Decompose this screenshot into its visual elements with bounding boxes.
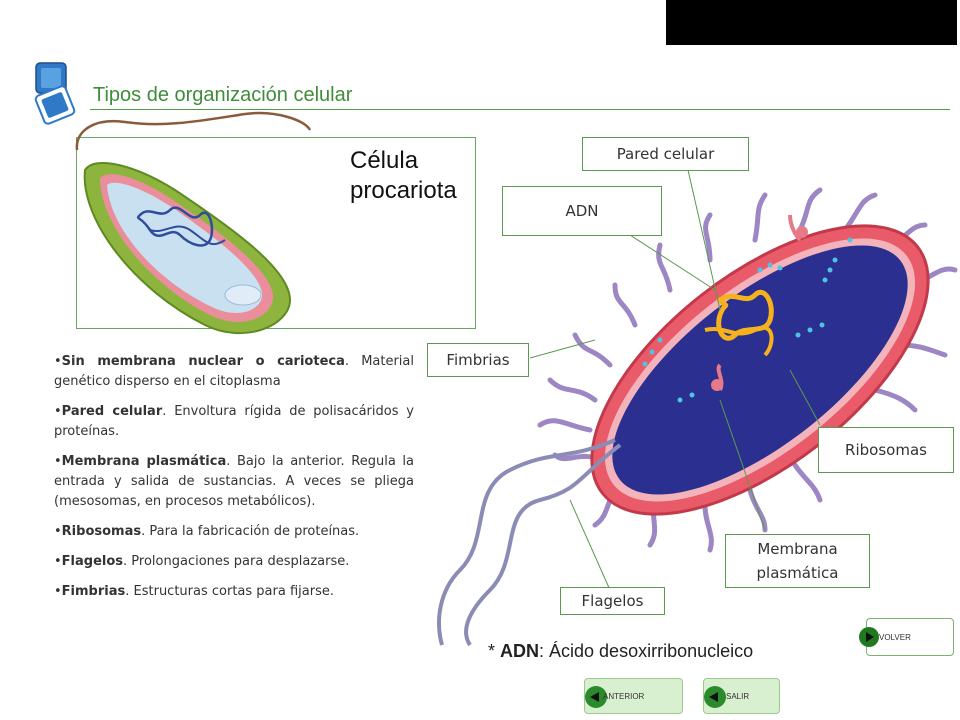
list-item-term: Sin membrana nuclear o carioteca xyxy=(61,354,345,369)
title-divider xyxy=(90,109,950,110)
label-membrana-line2: plasmática xyxy=(756,564,839,582)
cell-heading-line2: procariota xyxy=(350,177,457,204)
label-pared-celular: Pared celular xyxy=(582,137,749,171)
list-item-term: Ribosomas xyxy=(61,524,142,539)
list-item-text: . Bajo la anterior. Regula la entrada y … xyxy=(54,454,414,509)
black-block xyxy=(666,0,957,45)
volver-button[interactable]: VOLVER xyxy=(859,618,954,656)
salir-label: SALIR xyxy=(726,692,750,701)
list-item-term: Flagelos xyxy=(61,554,124,569)
footnote-text: : Ácido desoxirribonucleico xyxy=(539,641,754,661)
slides-logo-icon xyxy=(34,62,76,125)
list-item-term: Membrana plasmática xyxy=(61,454,227,469)
list-item: •Sin membrana nuclear o carioteca. Mater… xyxy=(54,354,415,389)
cell-heading-line1: Célula xyxy=(350,147,419,174)
list-item-term: Fimbrias xyxy=(61,584,126,599)
list-item-text: . Material genético disperso en el citop… xyxy=(54,354,415,389)
bacterium-diagram xyxy=(437,169,958,647)
label-fimbrias: Fimbrias xyxy=(427,343,529,377)
anterior-button[interactable]: ANTERIOR xyxy=(584,678,683,714)
prokaryote-3d-illustration xyxy=(75,111,312,335)
list-item: •Membrana plasmática. Bajo la anterior. … xyxy=(54,454,414,509)
label-adn: ADN xyxy=(502,186,662,236)
list-item-text: . Prolongaciones para desplazarse. xyxy=(123,554,350,569)
label-membrana-plasmatica: Membrana plasmática xyxy=(725,534,870,588)
label-flagelos: Flagelos xyxy=(560,587,665,615)
list-item-term: Pared celular xyxy=(61,404,163,419)
volver-label: VOLVER xyxy=(879,633,911,642)
structure-description-list: •Sin membrana nuclear o carioteca. Mater… xyxy=(54,352,414,612)
list-item-text: . Envoltura rígida de polisacáridos y pr… xyxy=(54,404,415,439)
arrow-left-icon xyxy=(704,686,726,708)
arrow-right-icon xyxy=(859,627,879,647)
salir-button[interactable]: SALIR xyxy=(703,678,780,714)
footnote-prefix: * xyxy=(488,641,501,661)
list-item: •Ribosomas. Para la fabricación de prote… xyxy=(54,524,360,539)
list-item-text: . Para la fabricación de proteínas. xyxy=(141,524,360,539)
list-item: •Pared celular. Envoltura rígida de poli… xyxy=(54,404,415,439)
anterior-label: ANTERIOR xyxy=(603,692,645,701)
arrow-left-icon xyxy=(585,686,607,708)
page-title: Tipos de organización celular xyxy=(93,84,353,106)
list-item-text: . Estructuras cortas para fijarse. xyxy=(125,584,334,599)
illustration-frame xyxy=(76,137,476,329)
list-item: •Fimbrias. Estructuras cortas para fijar… xyxy=(54,584,334,599)
label-ribosomas: Ribosomas xyxy=(818,427,954,473)
adn-footnote: * ADN: Ácido desoxirribonucleico xyxy=(488,641,753,662)
cell-type-heading: Célula procariota xyxy=(350,146,457,206)
label-membrana-line1: Membrana xyxy=(757,540,838,558)
list-item: •Flagelos. Prolongaciones para desplazar… xyxy=(54,554,350,569)
footnote-term: ADN xyxy=(500,641,540,661)
